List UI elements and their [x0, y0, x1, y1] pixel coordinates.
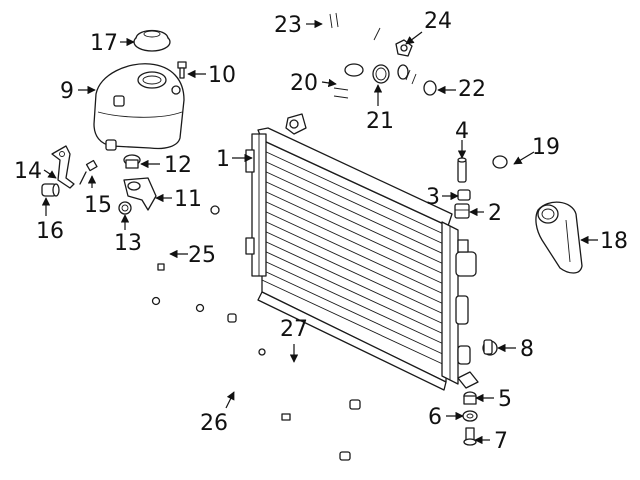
clip-2 [454, 203, 470, 219]
callout-22: 22 [458, 77, 486, 102]
upper-hose-23 [316, 12, 398, 46]
clamp-21 [372, 64, 390, 84]
bracket-14 [51, 145, 75, 189]
callout-11: 11 [174, 187, 202, 212]
leaders [41, 19, 598, 445]
pipe-26 [151, 296, 351, 461]
callout-13: 13 [114, 231, 142, 256]
callout-16: 16 [36, 219, 64, 244]
plug-8 [482, 339, 498, 356]
mount-6 [462, 410, 478, 422]
clip-3 [457, 189, 471, 201]
callout-23: 23 [274, 13, 302, 38]
callout-9: 9 [60, 79, 74, 104]
callout-26: 26 [200, 411, 228, 436]
callout-19: 19 [532, 135, 560, 160]
radiator-fins [261, 149, 449, 367]
callout-1: 1 [216, 147, 230, 172]
cap-12 [123, 154, 141, 169]
callout-6: 6 [428, 405, 442, 430]
callout-4: 4 [455, 119, 469, 144]
hose-19 [492, 155, 532, 198]
hose-18 [535, 201, 583, 274]
hose-20 [285, 63, 364, 137]
mount-16 [41, 183, 60, 197]
callout-12: 12 [164, 153, 192, 178]
callout-17: 17 [90, 31, 118, 56]
pipe-25 [157, 205, 220, 313]
callout-2: 2 [488, 201, 502, 226]
callout-20: 20 [290, 71, 318, 96]
callout-3: 3 [426, 185, 440, 210]
pipe-27 [227, 313, 361, 410]
bolt-7 [463, 427, 477, 446]
radiator [245, 127, 479, 391]
callout-21: 21 [366, 109, 394, 134]
mount-5 [463, 391, 477, 405]
expansion-tank [93, 63, 185, 151]
callout-7: 7 [494, 429, 508, 454]
callout-8: 8 [520, 337, 534, 362]
tank-cap [133, 29, 171, 52]
callout-27: 27 [280, 317, 308, 342]
clamp-24 [395, 39, 413, 57]
callout-18: 18 [600, 229, 628, 254]
callout-10: 10 [208, 63, 236, 88]
callout-labels: 1 2 3 4 5 6 7 8 9 10 11 12 13 14 15 16 1… [14, 9, 628, 454]
callout-24: 24 [424, 9, 452, 34]
callout-25: 25 [188, 243, 216, 268]
callout-14: 14 [14, 159, 42, 184]
bolt-10 [177, 61, 187, 79]
callout-5: 5 [498, 387, 512, 412]
hose-22 [397, 64, 437, 96]
pin-4 [457, 157, 467, 183]
callout-15: 15 [84, 193, 112, 218]
grommet-13 [118, 201, 132, 215]
bolt-15 [79, 159, 98, 185]
bracket-11 [123, 177, 157, 211]
